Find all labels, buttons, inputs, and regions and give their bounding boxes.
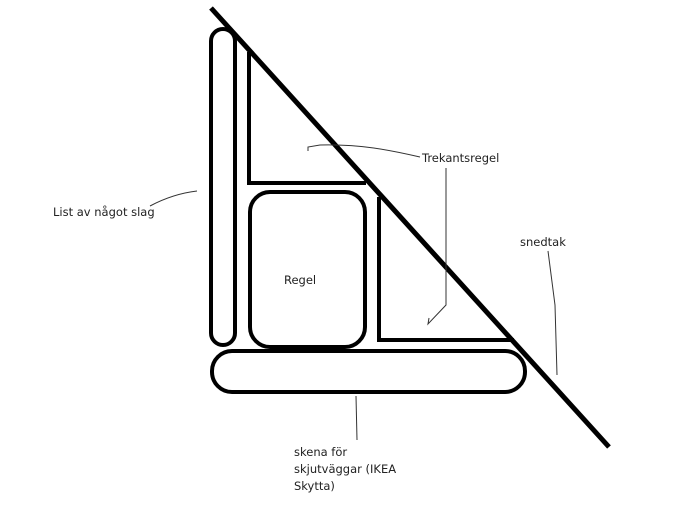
trekantsregel-leader-bottom bbox=[427, 168, 447, 326]
upper-triangle-batten bbox=[247, 52, 366, 185]
label-skena-line2: skjutväggar (IKEA bbox=[294, 462, 396, 476]
skena-leader bbox=[355, 395, 358, 441]
label-snedtak: snedtak bbox=[520, 235, 566, 249]
label-trekantsregel: Trekantsregel bbox=[421, 151, 499, 165]
rail bbox=[210, 349, 527, 394]
list-leader bbox=[149, 190, 198, 207]
list-strip bbox=[209, 27, 237, 347]
label-regel: Regel bbox=[284, 273, 316, 287]
label-skena-line3: Skytta) bbox=[294, 479, 335, 493]
slanted-roof-line bbox=[209, 6, 611, 449]
trekantsregel-leader-top bbox=[307, 144, 421, 158]
snedtak-leader bbox=[547, 250, 558, 376]
label-list: List av något slag bbox=[53, 205, 155, 219]
lower-triangle-batten bbox=[377, 197, 514, 342]
label-skena-line1: skena för bbox=[294, 445, 347, 459]
regel-box bbox=[248, 190, 367, 349]
